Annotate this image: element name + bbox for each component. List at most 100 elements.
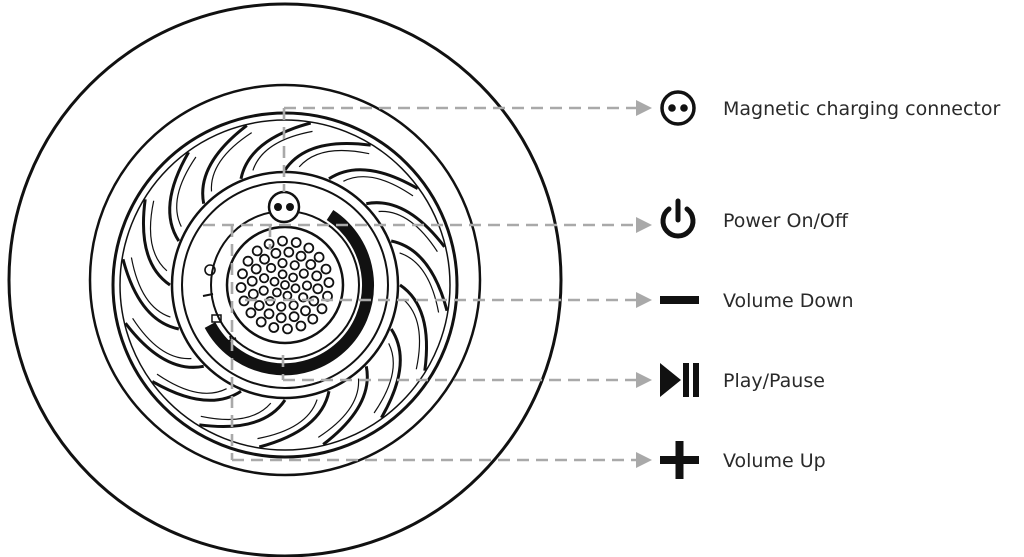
grille-hole xyxy=(258,285,269,296)
swirl-vane xyxy=(380,328,402,419)
grille-hole xyxy=(255,316,267,328)
grille-hole xyxy=(277,269,288,280)
swirl-vane-edge xyxy=(373,343,394,414)
grille-hole xyxy=(263,308,275,320)
grille-hole xyxy=(316,303,328,315)
ring-button-icons xyxy=(202,264,237,345)
legend-item-power: Power On/Off xyxy=(660,198,849,239)
swirl-vane xyxy=(121,258,180,331)
grille-hole xyxy=(250,263,262,275)
swirl-vanes xyxy=(121,121,449,449)
grille-hole xyxy=(242,255,254,267)
legend-item-charging: Magnetic charging connector xyxy=(660,90,1000,126)
ring-power-icon xyxy=(204,264,216,276)
grille-hole xyxy=(298,268,309,279)
swirl-vane-edge xyxy=(176,156,197,227)
grille-hole xyxy=(275,312,287,324)
grille-hole xyxy=(288,300,299,311)
legend: Magnetic charging connector Power On/Off… xyxy=(660,90,1000,479)
grille-hole xyxy=(298,292,309,303)
swirl-vane-edge xyxy=(210,132,253,192)
grille-hole xyxy=(301,280,313,291)
label-volume-up: Volume Up xyxy=(723,450,826,472)
grille-hole xyxy=(288,311,300,323)
plus-icon xyxy=(660,441,699,479)
swirl-vane xyxy=(168,151,190,242)
swirl-vane-edge xyxy=(378,210,438,253)
guide-lines xyxy=(203,100,652,468)
play-pause-icon xyxy=(660,363,699,397)
swirl-vane-edge xyxy=(317,378,360,438)
grille-hole xyxy=(280,280,290,290)
swirl-vane xyxy=(328,168,419,190)
grille-hole xyxy=(277,235,288,247)
control-ring-outer xyxy=(181,181,389,389)
speaker-outer-ring xyxy=(7,2,563,557)
grille-hole xyxy=(312,283,324,295)
swirl-vane-edge xyxy=(298,149,370,168)
grille-hole xyxy=(295,320,307,332)
swirl-vane xyxy=(258,390,331,449)
speaker-middle-ring xyxy=(88,83,482,477)
swirl-vane xyxy=(322,366,369,446)
swirl-vane-edge xyxy=(257,399,318,440)
swirl-housing-outer xyxy=(111,111,459,459)
swirl-vane xyxy=(141,199,171,287)
control-ring-dark-arc xyxy=(204,209,375,376)
grille-hole xyxy=(313,251,325,263)
grille-hole xyxy=(289,260,300,271)
legend-item-volume-up: Volume Up xyxy=(660,441,826,479)
magnetic-connector-icon xyxy=(660,90,696,126)
grille-hole xyxy=(258,273,270,284)
grille-hole xyxy=(288,272,299,283)
swirl-vane-edge xyxy=(200,402,272,421)
grille-hole xyxy=(245,307,257,319)
grille-hole xyxy=(251,245,263,257)
grille-hole xyxy=(311,270,323,282)
grille-hole xyxy=(247,288,259,300)
grille-hole xyxy=(253,300,265,311)
grille-hole xyxy=(320,263,332,275)
grille-hole xyxy=(270,247,282,259)
label-volume-down: Volume Down xyxy=(723,290,854,312)
swirl-vane xyxy=(124,322,204,369)
grille-hole xyxy=(300,305,311,317)
ring-play-pause-icon xyxy=(211,314,222,323)
legend-item-play-pause: Play/Pause xyxy=(660,363,825,397)
swirl-vane xyxy=(399,283,429,371)
speaker-grille xyxy=(225,225,345,345)
legend-item-volume-down: Volume Down xyxy=(660,290,854,312)
grille-hole xyxy=(307,313,319,325)
label-play-pause: Play/Pause xyxy=(723,370,825,392)
minus-icon xyxy=(660,296,699,304)
grille-hole xyxy=(265,262,277,274)
grille-hole xyxy=(259,253,270,265)
swirl-vane-edge xyxy=(343,176,414,197)
swirl-vane xyxy=(283,141,371,171)
speaker-illustration xyxy=(7,2,563,557)
grille-hole xyxy=(303,242,315,254)
swirl-vane-edge xyxy=(399,252,440,313)
label-charging: Magnetic charging connector xyxy=(723,98,1000,120)
ring-minus-icon xyxy=(202,293,214,297)
power-icon xyxy=(660,198,696,239)
grille-hole xyxy=(277,257,288,269)
swirl-vane-edge xyxy=(156,373,227,394)
grille-hole xyxy=(276,301,287,312)
grille-hole xyxy=(290,283,301,294)
grille-hole xyxy=(323,277,335,288)
grille-hole xyxy=(269,276,280,287)
grille-hole xyxy=(290,237,302,248)
speaker-magnetic-connector xyxy=(267,190,301,224)
grille-hole xyxy=(283,246,295,258)
swirl-vane-edge xyxy=(132,317,192,360)
swirl-vane xyxy=(239,121,312,180)
grille-holes xyxy=(235,235,335,335)
swirl-vane-edge xyxy=(402,298,421,370)
grille-hole xyxy=(235,282,247,293)
swirl-vane-edge xyxy=(252,130,313,171)
swirl-vane-edge xyxy=(130,257,171,318)
grille-hole xyxy=(305,259,317,270)
label-power: Power On/Off xyxy=(723,210,849,232)
